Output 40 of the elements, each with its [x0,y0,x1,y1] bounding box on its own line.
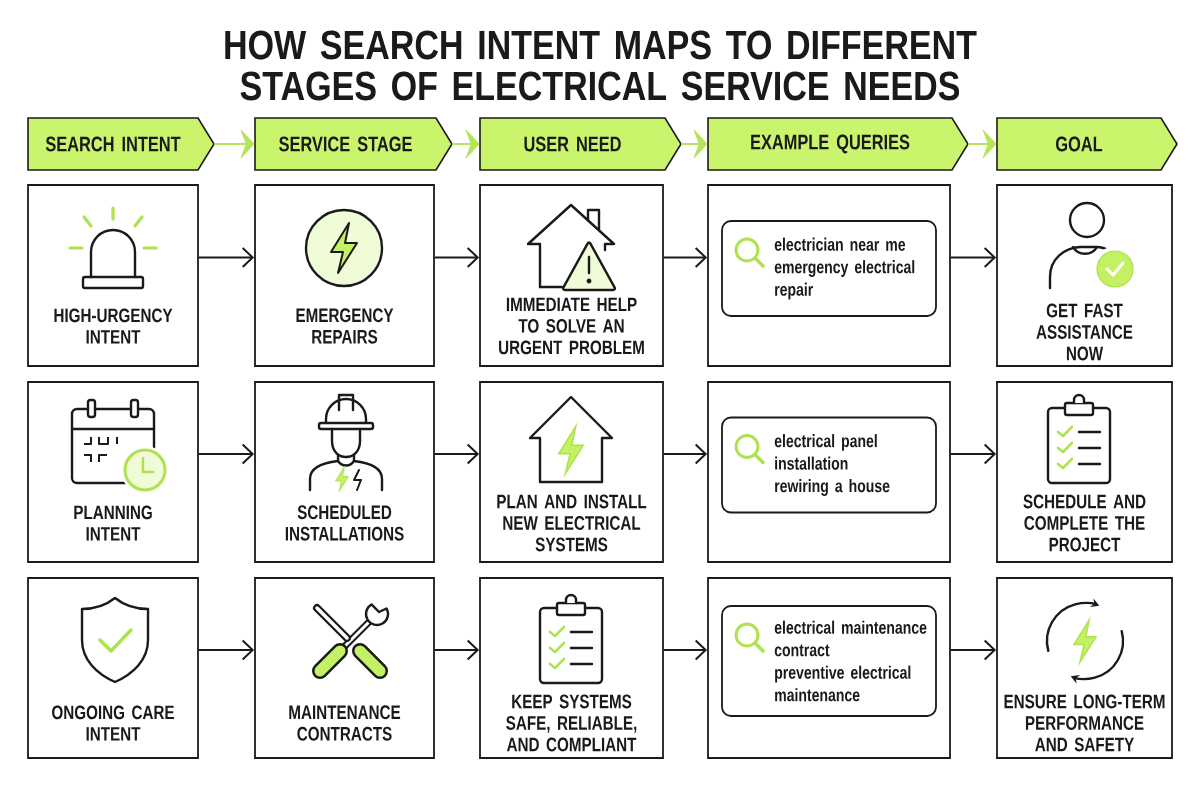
arrow [433,443,480,465]
arrow [949,443,997,465]
step-card: ONGOING CARE INTENT [27,577,199,759]
arrow [662,247,708,268]
query-box: electrical maintenance contract preventive electrical maintenance [721,605,937,717]
arrow [662,443,708,465]
step-card: HIGH-URGENCY INTENT [27,184,199,367]
header-banner: SEARCH INTENT [27,117,215,171]
query-box: electrical panel installation rewiring a house [721,416,937,514]
query-box: electrician near me emergency electrical repair [721,220,937,317]
arrow [197,443,255,465]
arrow [197,639,255,661]
step-card: GET FAST ASSISTANCE NOW [996,184,1173,367]
header-banner: SERVICE STAGE [254,117,453,171]
header-banner: USER NEED [479,117,682,171]
arrow [662,639,708,661]
arrow [197,247,255,268]
arrow [213,129,255,159]
step-card: PLANNING INTENT [27,381,199,563]
arrow [949,639,997,661]
arrow [433,247,480,268]
step-card: IMMEDIATE HELP TO SOLVE AN URGENT PROBLEM [479,184,664,367]
header-banner: EXAMPLE QUERIES [707,117,969,171]
step-card: EMERGENCY REPAIRS [254,184,435,367]
arrow [680,129,708,159]
step-card: PLAN AND INSTALL NEW ELECTRICAL SYSTEMS [479,381,664,563]
step-card: MAINTENANCE CONTRACTS [254,577,435,759]
header-banner: GOAL [996,117,1178,171]
arrow [949,247,997,268]
arrow [451,129,480,159]
arrow [967,129,997,159]
title: HOW SEARCH INTENT MAPS TO DIFFERENT STAGES OF ELECTRICAL SERVICE NEEDS [225,30,977,101]
step-card: SCHEDULED INSTALLATIONS [254,381,435,563]
step-card [707,184,951,367]
step-card [707,577,951,759]
step-card: SCHEDULE AND COMPLETE THE PROJECT [996,381,1173,563]
step-card [707,381,951,563]
arrow [433,639,480,661]
step-card: ENSURE LONG-TERM PERFORMANCE AND SAFETY [996,577,1173,759]
step-card: KEEP SYSTEMS SAFE, RELIABLE, AND COMPLIANT [479,577,664,759]
